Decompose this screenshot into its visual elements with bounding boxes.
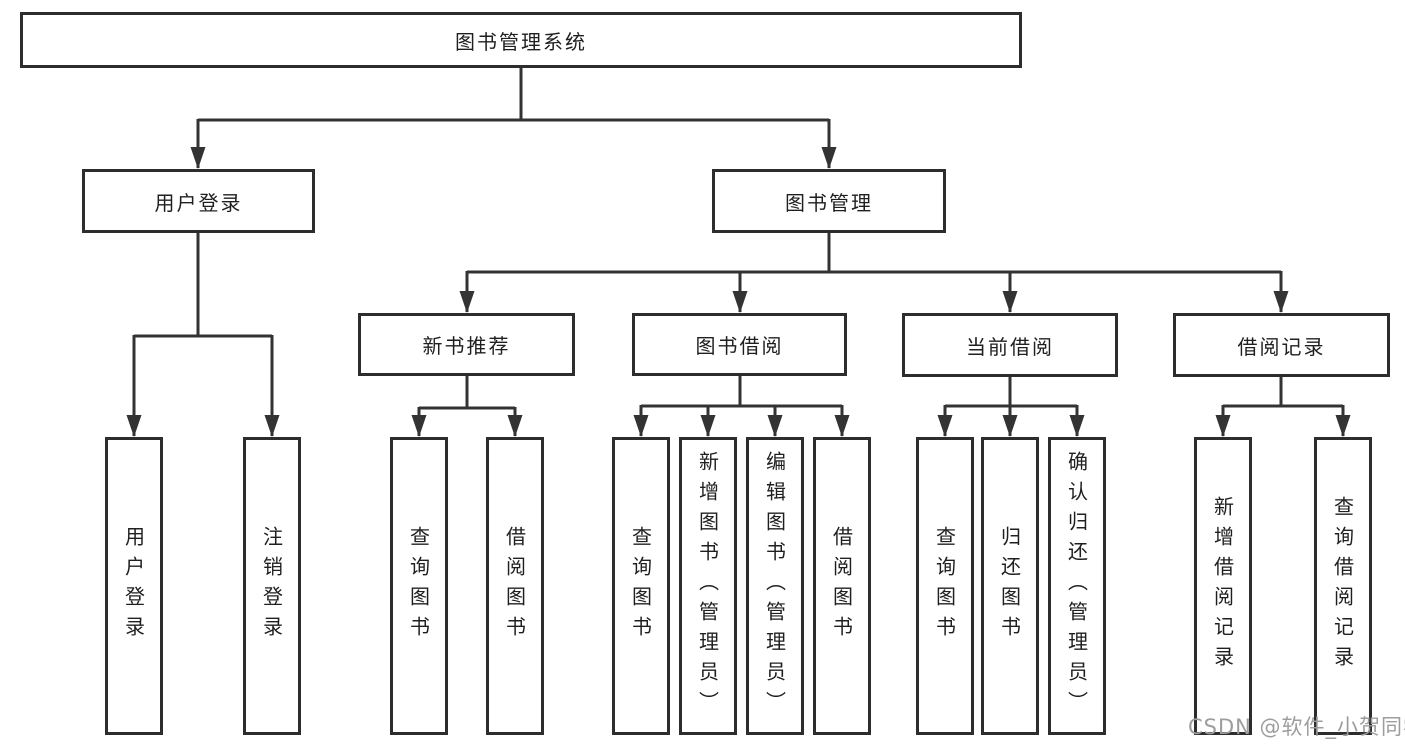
leaf-return-books: 归还图书 bbox=[981, 437, 1039, 735]
node-label: 用户登录 bbox=[154, 190, 243, 215]
leaf-add-book-admin: 新增图书（管理员） bbox=[679, 437, 737, 735]
leaf-logout: 注销登录 bbox=[243, 437, 301, 735]
leaf-borrow-books: 借阅图书 bbox=[813, 437, 871, 735]
leaf-query-borrow-record: 查询借阅记录 bbox=[1314, 437, 1372, 735]
node-label: 新增借阅记录 bbox=[1210, 496, 1235, 676]
node-library-management-system: 图书管理系统 bbox=[20, 12, 1022, 68]
leaf-add-borrow-record: 新增借阅记录 bbox=[1194, 437, 1252, 735]
watermark: CSDN @软件_小贺同学 bbox=[1188, 715, 1405, 739]
node-label: 图书管理 bbox=[785, 190, 873, 215]
node-label: 编辑图书（管理员） bbox=[762, 451, 787, 721]
node-label: 图书管理系统 bbox=[455, 29, 587, 54]
node-label: 查询借阅记录 bbox=[1330, 496, 1355, 676]
node-label: 用户登录 bbox=[121, 526, 146, 646]
node-label: 查询图书 bbox=[932, 526, 957, 646]
leaf-query-books-recommend: 查询图书 bbox=[390, 437, 448, 735]
node-label: 确认归还（管理员） bbox=[1064, 451, 1089, 721]
node-label: 查询图书 bbox=[406, 526, 431, 646]
leaf-user-login: 用户登录 bbox=[105, 437, 163, 735]
node-label: 图书借阅 bbox=[695, 334, 784, 358]
leaf-query-books-current: 查询图书 bbox=[916, 437, 974, 735]
node-current-borrowing: 当前借阅 bbox=[902, 313, 1118, 377]
node-label: 借阅记录 bbox=[1237, 334, 1326, 359]
node-label: 借阅图书 bbox=[829, 526, 854, 646]
leaf-query-books-borrow: 查询图书 bbox=[612, 437, 670, 735]
node-book-borrowing: 图书借阅 bbox=[632, 313, 847, 376]
node-label: 借阅图书 bbox=[502, 526, 527, 646]
node-label: 新书推荐 bbox=[422, 334, 511, 358]
leaf-edit-book-admin: 编辑图书（管理员） bbox=[746, 437, 804, 735]
node-borrowing-records: 借阅记录 bbox=[1173, 313, 1390, 377]
node-label: 当前借阅 bbox=[966, 334, 1054, 359]
node-label: 查询图书 bbox=[628, 526, 653, 646]
node-label: 新增图书（管理员） bbox=[695, 451, 720, 721]
node-user-login: 用户登录 bbox=[82, 169, 315, 233]
node-label: 归还图书 bbox=[997, 526, 1022, 646]
node-new-book-recommend: 新书推荐 bbox=[358, 313, 575, 376]
leaf-confirm-return-admin: 确认归还（管理员） bbox=[1048, 437, 1106, 735]
leaf-borrow-books-recommend: 借阅图书 bbox=[486, 437, 544, 735]
node-book-management: 图书管理 bbox=[712, 169, 946, 233]
node-label: 注销登录 bbox=[259, 526, 284, 646]
